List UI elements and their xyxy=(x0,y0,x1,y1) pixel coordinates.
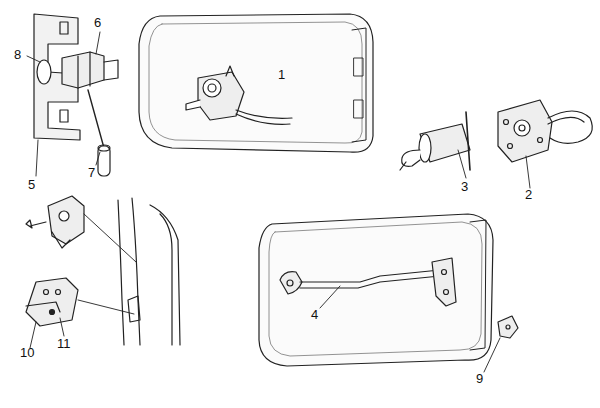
callout-number: 9 xyxy=(476,372,483,385)
callout-number: 11 xyxy=(57,337,71,350)
callout-number: 2 xyxy=(525,188,532,201)
callout-number: 1 xyxy=(278,68,285,81)
callout-number: 8 xyxy=(14,48,21,61)
callout-number: 5 xyxy=(28,178,35,191)
callout-number: 10 xyxy=(20,346,34,359)
door-panel-upper xyxy=(139,14,373,152)
callout-number: 6 xyxy=(94,16,101,29)
callout-number: 4 xyxy=(311,308,318,321)
small-bracket xyxy=(498,316,518,338)
leader-lines xyxy=(27,32,530,372)
callout-number: 7 xyxy=(88,166,95,179)
hinge-assembly xyxy=(34,14,118,176)
door-panel-lower xyxy=(259,214,493,366)
motor-and-gearbox xyxy=(400,100,592,170)
callout-number: 3 xyxy=(461,180,468,193)
door-edge-and-striker xyxy=(26,196,180,345)
